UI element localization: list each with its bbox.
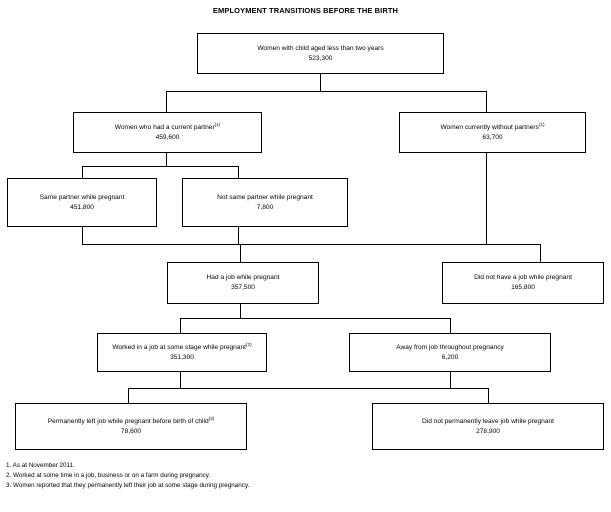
node-nojob-value: 165,800 [511,284,535,291]
connector-to-nopartner [486,91,487,112]
connector-nopartner-stem [486,152,487,244]
connector-level4-bus [180,318,450,319]
connector-to-away [450,318,451,333]
node-partner[interactable]: Women who had a current partner(1) 459,6… [73,112,262,153]
node-samepartner-label: Same partner while pregnant [39,193,125,201]
node-leftjob-value: 78,600 [120,427,142,435]
node-samepartner[interactable]: Same partner while pregnant 451,800 [7,178,157,227]
node-stayedjob[interactable]: Did not permanently leave job while preg… [372,403,604,450]
connector-hadjob-stem [240,303,241,318]
footnote-marker: (2) [246,341,252,347]
connector-to-notsamepartner [238,166,239,178]
node-hadjob-label: Had a job while pregnant [206,274,280,282]
node-notsamepartner-label: Not same partner while pregnant [217,193,313,201]
node-stayedjob-label: Did not permanently leave job while preg… [422,417,554,425]
node-nopartner-label: Women currently without partners(1) [440,121,545,131]
connector-to-hadjob [240,244,241,262]
connector-notsamepartner-stem [238,226,239,244]
connector-level5-bus [128,388,488,389]
connector-level1-bus [166,91,487,92]
connector-to-samepartner [82,166,83,178]
footnote-1: 1. As at November 2011. [6,462,75,469]
connector-level3-bus [82,244,540,245]
node-partner-value: 459,600 [155,133,180,141]
node-hadjob-value: 357,500 [231,284,255,291]
node-away-label: Away from job throughout pregnancy [396,343,504,351]
node-worked[interactable]: Worked in a job at some stage while preg… [97,333,267,372]
node-nojob[interactable]: Did not have a job while pregnant 165,80… [442,262,604,304]
node-nojob-label: Did not have a job while pregnant [474,274,572,282]
connector-level2-bus [82,166,239,167]
connector-to-worked [180,318,181,333]
node-nopartner[interactable]: Women currently without partners(1) 63,7… [399,112,586,153]
node-worked-value: 351,300 [170,353,194,361]
footnote-2: 2. Worked at some time in a job, busines… [6,472,211,480]
connector-to-nojob [540,244,541,262]
connector-root-stem [320,73,321,91]
node-root-value: 523,300 [308,54,333,62]
node-hadjob[interactable]: Had a job while pregnant 357,500 [167,262,319,304]
node-leftjob[interactable]: Permanently left job while pregnant befo… [15,403,247,450]
footnote-marker: (1) [214,121,221,127]
connector-worked-stem [180,371,181,388]
connector-to-leftjob [128,388,129,403]
node-notsamepartner-value: 7,800 [256,203,274,211]
footnote-marker: (3) [208,415,215,421]
node-away[interactable]: Away from job throughout pregnancy 6,200 [349,333,551,372]
footnote-marker: (1) [538,121,545,127]
node-partner-label: Women who had a current partner(1) [114,121,221,131]
node-root-label: Women with child aged less than two year… [257,44,384,52]
node-stayedjob-value: 278,900 [476,427,500,435]
node-away-value: 6,200 [441,353,459,361]
node-samepartner-value: 451,800 [70,203,94,211]
node-root[interactable]: Women with child aged less than two year… [197,33,444,74]
connector-samepartner-stem [82,226,83,244]
connector-to-partner [166,91,167,112]
connector-partner-stem [166,152,167,166]
footnote-3: 3. Women reported that they permanently … [6,482,250,490]
node-leftjob-label: Permanently left job while pregnant befo… [47,415,215,425]
node-nopartner-value: 63,700 [482,133,503,141]
connector-away-stem [450,371,451,388]
node-worked-label: Worked in a job at some stage while preg… [112,341,252,351]
footnotes: 1. As at November 2011. 2. Worked at som… [6,461,506,492]
page-title: EMPLOYMENT TRANSITIONS BEFORE THE BIRTH [212,6,399,15]
node-notsamepartner[interactable]: Not same partner while pregnant 7,800 [182,178,348,227]
connector-to-stayedjob [488,388,489,403]
